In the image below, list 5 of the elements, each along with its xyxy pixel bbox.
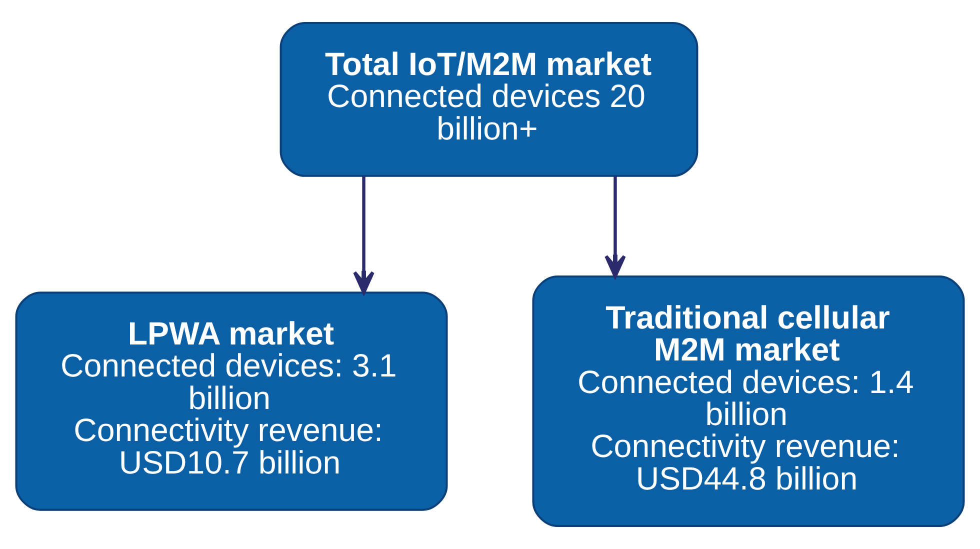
node-box: Traditional cellular M2M market Connected devices: 1.4 billion Connectivity revenue: USD44.8 billion bbox=[532, 276, 965, 527]
arrow bbox=[604, 176, 626, 278]
node-box: LPWA market Connected devices: 3.1 billion Connectivity revenue: USD10.7 billion bbox=[15, 292, 448, 511]
arrow bbox=[353, 176, 374, 294]
node-box: Total IoT/M2M market Connected devices 20 billion+ bbox=[280, 22, 698, 177]
